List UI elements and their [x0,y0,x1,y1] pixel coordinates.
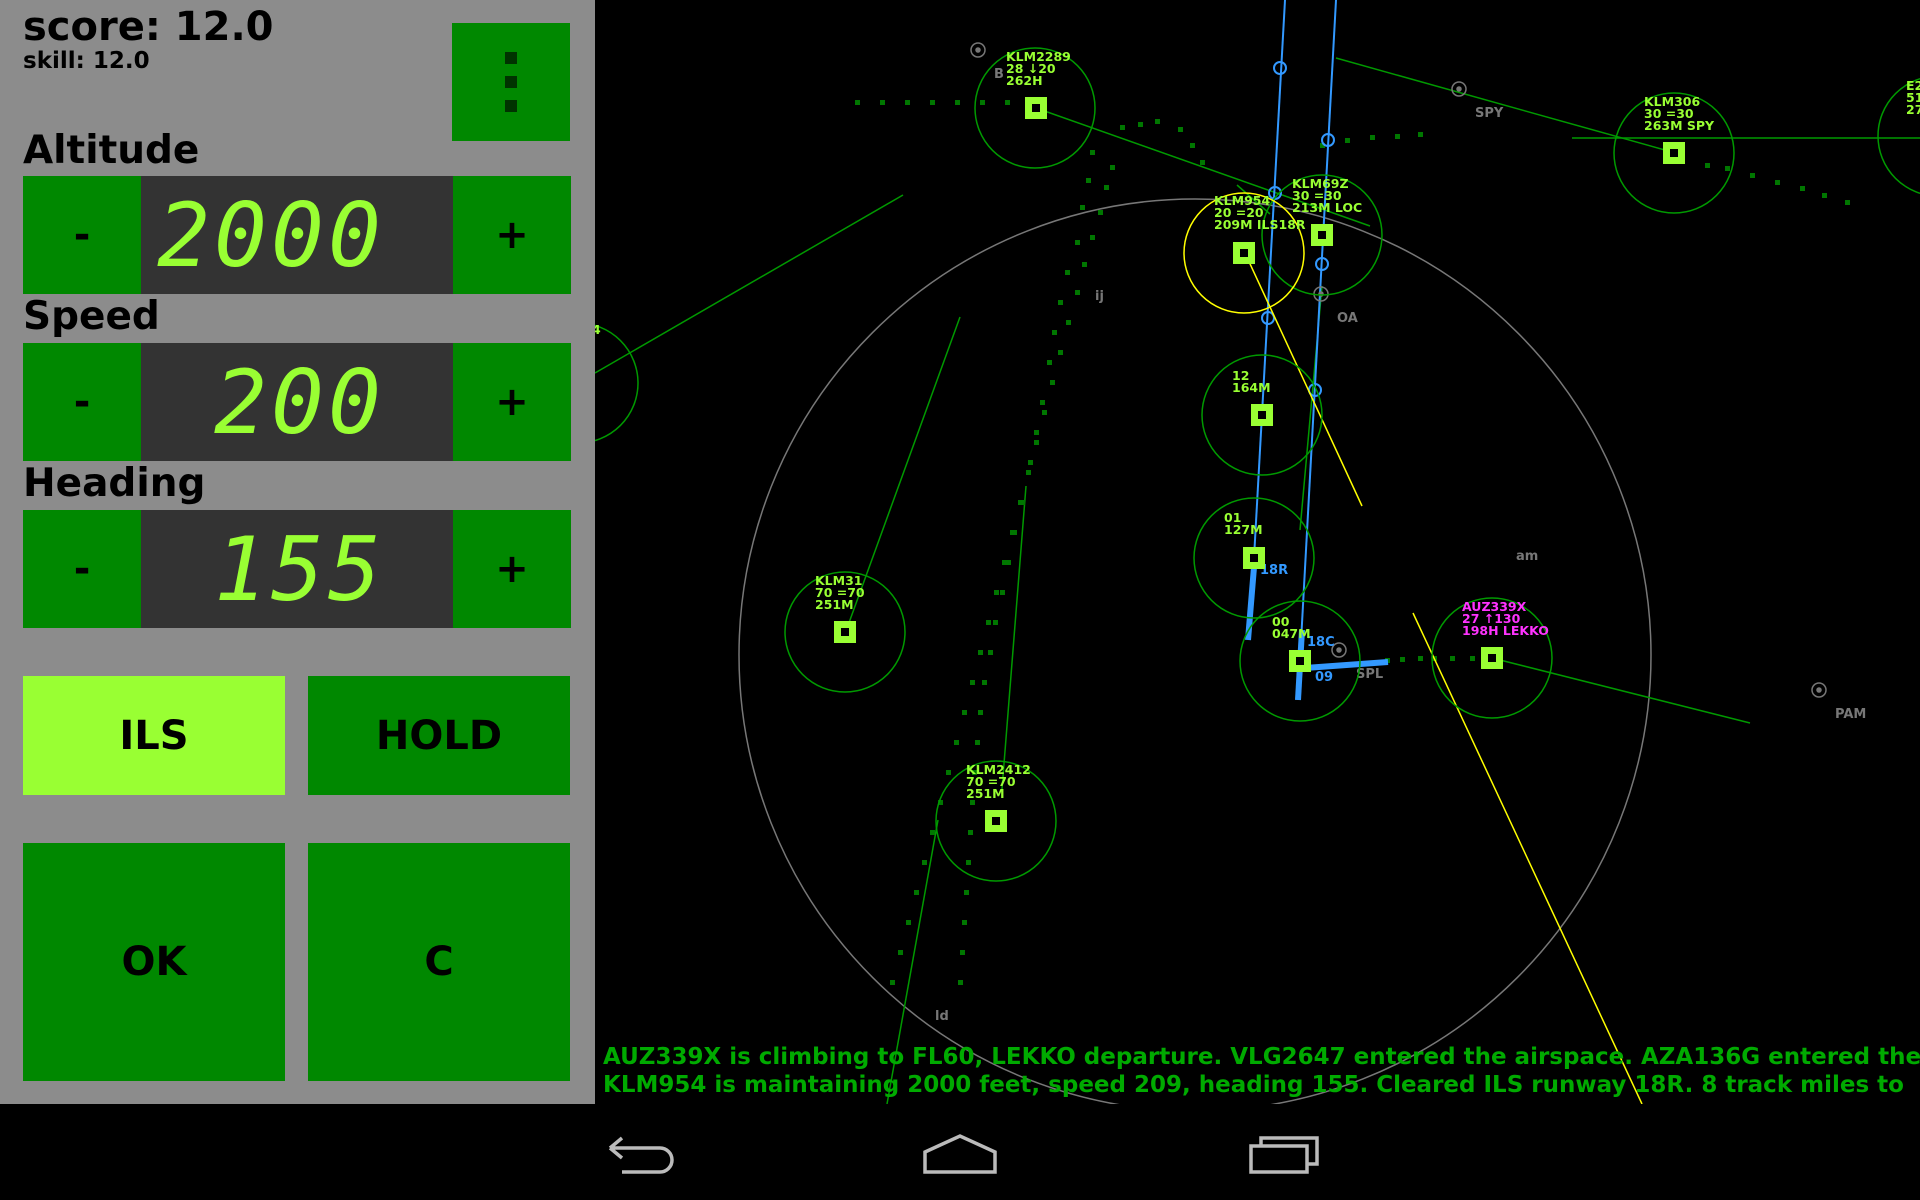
waypoint-label: ld [935,1009,949,1024]
svg-text:30 =30: 30 =30 [1644,106,1694,121]
svg-text:E2: E2 [1906,78,1920,93]
message-log: AUZ339X is climbing to FL60, LEKKO depar… [603,1043,1920,1099]
navigation-bar [0,1104,1920,1200]
heading-minus-button[interactable]: - [23,510,141,628]
svg-text:01: 01 [1224,510,1241,525]
heading-display: 155 [141,510,453,628]
svg-text:70 =70: 70 =70 [815,585,865,600]
svg-text:198H LEKKO: 198H LEKKO [1462,623,1549,638]
ils-button[interactable]: ILS [23,676,285,795]
svg-text:KLM69Z: KLM69Z [1292,176,1349,191]
back-icon[interactable] [600,1128,680,1178]
radar-scope[interactable]: SPY OA am SPL PAM ij ld B 18R 18C 09 [595,0,1920,1104]
skill-text: skill: 12.0 [23,48,150,74]
waypoint-markers [970,42,1827,698]
svg-text:27: 27 [1906,102,1920,117]
recents-icon[interactable] [1245,1128,1325,1178]
svg-text:27 ↑130: 27 ↑130 [1462,611,1521,626]
speed-plus-button[interactable]: + [453,343,571,461]
approach-path-dots [855,100,1850,985]
svg-text:70 =70: 70 =70 [966,774,1016,789]
control-panel: score: 12.0 skill: 12.0 Altitude - 2000 … [0,0,595,1104]
svg-text:KLM954: KLM954 [1214,193,1270,208]
aircraft-label: 4 [595,322,601,337]
svg-text:KLM306: KLM306 [1644,94,1700,109]
aircraft-blips[interactable] [834,97,1685,832]
svg-text:263M SPY: 263M SPY [1644,118,1715,133]
overflow-menu-icon [505,52,517,64]
score-text: score: 12.0 [23,4,274,50]
waypoint-label: PAM [1835,707,1866,722]
ok-button[interactable]: OK [23,843,285,1081]
svg-text:30 =30: 30 =30 [1292,188,1342,203]
overflow-menu-icon [505,76,517,88]
home-icon[interactable] [920,1128,1000,1178]
svg-text:12: 12 [1232,368,1249,383]
svg-text:251M: 251M [815,597,854,612]
svg-text:251M: 251M [966,786,1005,801]
aircraft-vector [1412,612,1643,1104]
waypoint-label: am [1516,549,1538,564]
svg-text:262H: 262H [1006,73,1043,88]
selected-aircraft-circle [1183,192,1305,314]
waypoint-label: ij [1095,289,1104,304]
svg-text:127M: 127M [1224,522,1263,537]
message-line: KLM954 is maintaining 2000 feet, speed 2… [603,1072,1904,1098]
svg-text:047M: 047M [1272,626,1311,641]
waypoint-label: SPY [1475,106,1504,121]
radar-range-ring [738,198,1652,1104]
svg-text:164M: 164M [1232,380,1271,395]
menu-button[interactable] [452,23,570,141]
runway-label: 18R [1260,563,1288,578]
svg-text:51: 51 [1906,90,1920,105]
message-line: AUZ339X is climbing to FL60, LEKKO depar… [603,1044,1920,1070]
waypoint-label: SPL [1356,667,1383,682]
svg-text:20 =20: 20 =20 [1214,205,1264,220]
runway-label: 18C [1307,635,1335,650]
heading-label: Heading [23,461,206,506]
svg-text:00: 00 [1272,614,1290,629]
altitude-minus-button[interactable]: - [23,176,141,294]
cancel-button[interactable]: C [308,843,570,1081]
svg-text:KLM31: KLM31 [815,573,863,588]
speed-display: 200 [141,343,453,461]
speed-label: Speed [23,294,160,339]
waypoint-label: B [994,67,1004,82]
altitude-display: 2000 [141,176,453,294]
waypoint-label: OA [1337,311,1358,326]
svg-text:213M LOC: 213M LOC [1292,200,1362,215]
runway-label: 09 [1315,670,1333,685]
svg-text:209M ILS18R: 209M ILS18R [1214,217,1306,232]
heading-plus-button[interactable]: + [453,510,571,628]
separation-circles [595,47,1920,882]
overflow-menu-icon [505,100,517,112]
hold-button[interactable]: HOLD [308,676,570,795]
svg-text:AUZ339X: AUZ339X [1462,599,1527,614]
selected-aircraft-vector [1244,252,1363,507]
altitude-plus-button[interactable]: + [453,176,571,294]
svg-text:KLM2412: KLM2412 [966,762,1031,777]
svg-text:4: 4 [595,322,601,337]
speed-minus-button[interactable]: - [23,343,141,461]
altitude-label: Altitude [23,128,200,173]
svg-text:28 ↓20: 28 ↓20 [1006,61,1056,76]
svg-text:KLM2289: KLM2289 [1006,49,1071,64]
